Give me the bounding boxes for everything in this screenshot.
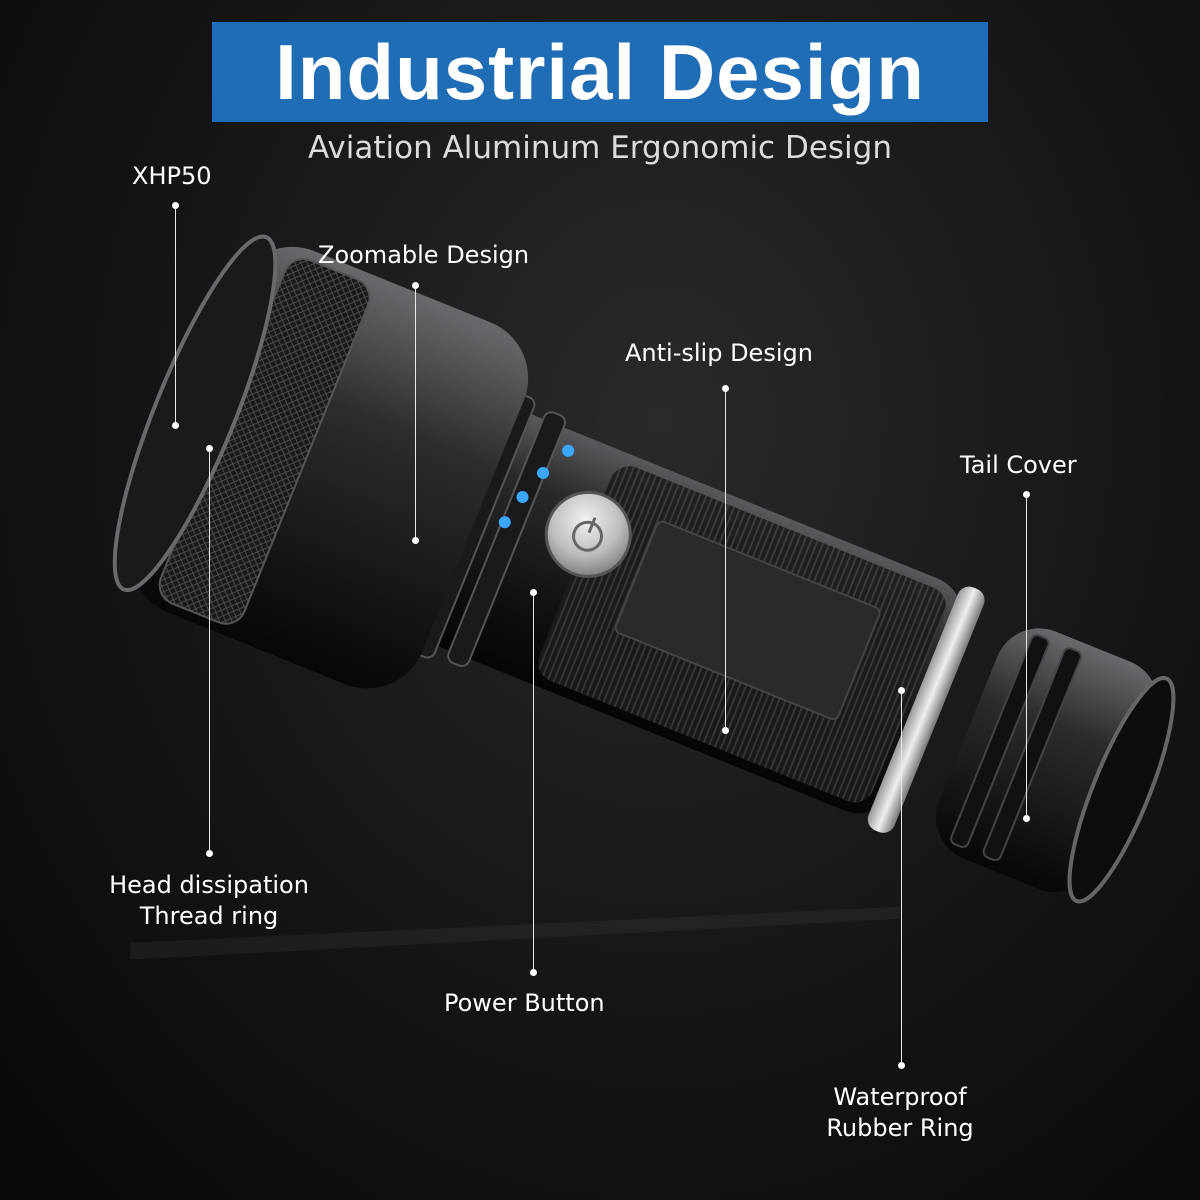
callout-waterproof: Waterproof Rubber Ring <box>800 1082 1000 1144</box>
callout-zoomable: Zoomable Design <box>318 241 530 269</box>
dot-head-bottom <box>206 850 213 857</box>
callout-head-line2: Thread ring <box>139 902 279 930</box>
leader-waterproof <box>901 690 902 1065</box>
waterproof-ring <box>867 586 985 833</box>
subtitle: Aviation Aluminum Ergonomic Design <box>308 130 892 166</box>
dot-antislip-bottom <box>722 727 729 734</box>
dot-antislip-top <box>722 385 729 392</box>
dot-xhp50-bottom <box>172 422 179 429</box>
callout-waterproof-line1: Waterproof <box>833 1083 967 1111</box>
callout-antislip: Anti-slip Design <box>625 339 813 367</box>
banner-title: Industrial Design <box>275 27 925 116</box>
callout-xhp50: XHP50 <box>132 162 212 190</box>
dot-zoomable-bottom <box>412 537 419 544</box>
dot-zoomable-top <box>412 282 419 289</box>
leader-antislip <box>725 388 726 730</box>
dot-power-bottom <box>530 969 537 976</box>
callout-waterproof-line2: Rubber Ring <box>826 1114 974 1142</box>
dot-tail-bottom <box>1023 815 1030 822</box>
leader-power <box>533 592 534 972</box>
dot-waterproof-top <box>898 687 905 694</box>
leader-head <box>209 448 210 853</box>
dot-head-top <box>206 445 213 452</box>
callout-head: Head dissipation Thread ring <box>100 870 318 932</box>
leader-zoomable <box>415 285 416 540</box>
power-button-illustration <box>544 490 632 578</box>
leader-xhp50 <box>175 205 176 425</box>
callout-head-line1: Head dissipation <box>109 871 309 899</box>
callout-power: Power Button <box>444 989 605 1017</box>
battery-indicator <box>498 444 575 529</box>
title-banner: Industrial Design <box>212 22 988 122</box>
dot-waterproof-bottom <box>898 1062 905 1069</box>
dot-xhp50-top <box>172 202 179 209</box>
callout-tail-cover: Tail Cover <box>960 451 1077 479</box>
dot-tail-top <box>1023 491 1030 498</box>
leader-tail-cover <box>1026 494 1027 818</box>
dot-power-top <box>530 589 537 596</box>
